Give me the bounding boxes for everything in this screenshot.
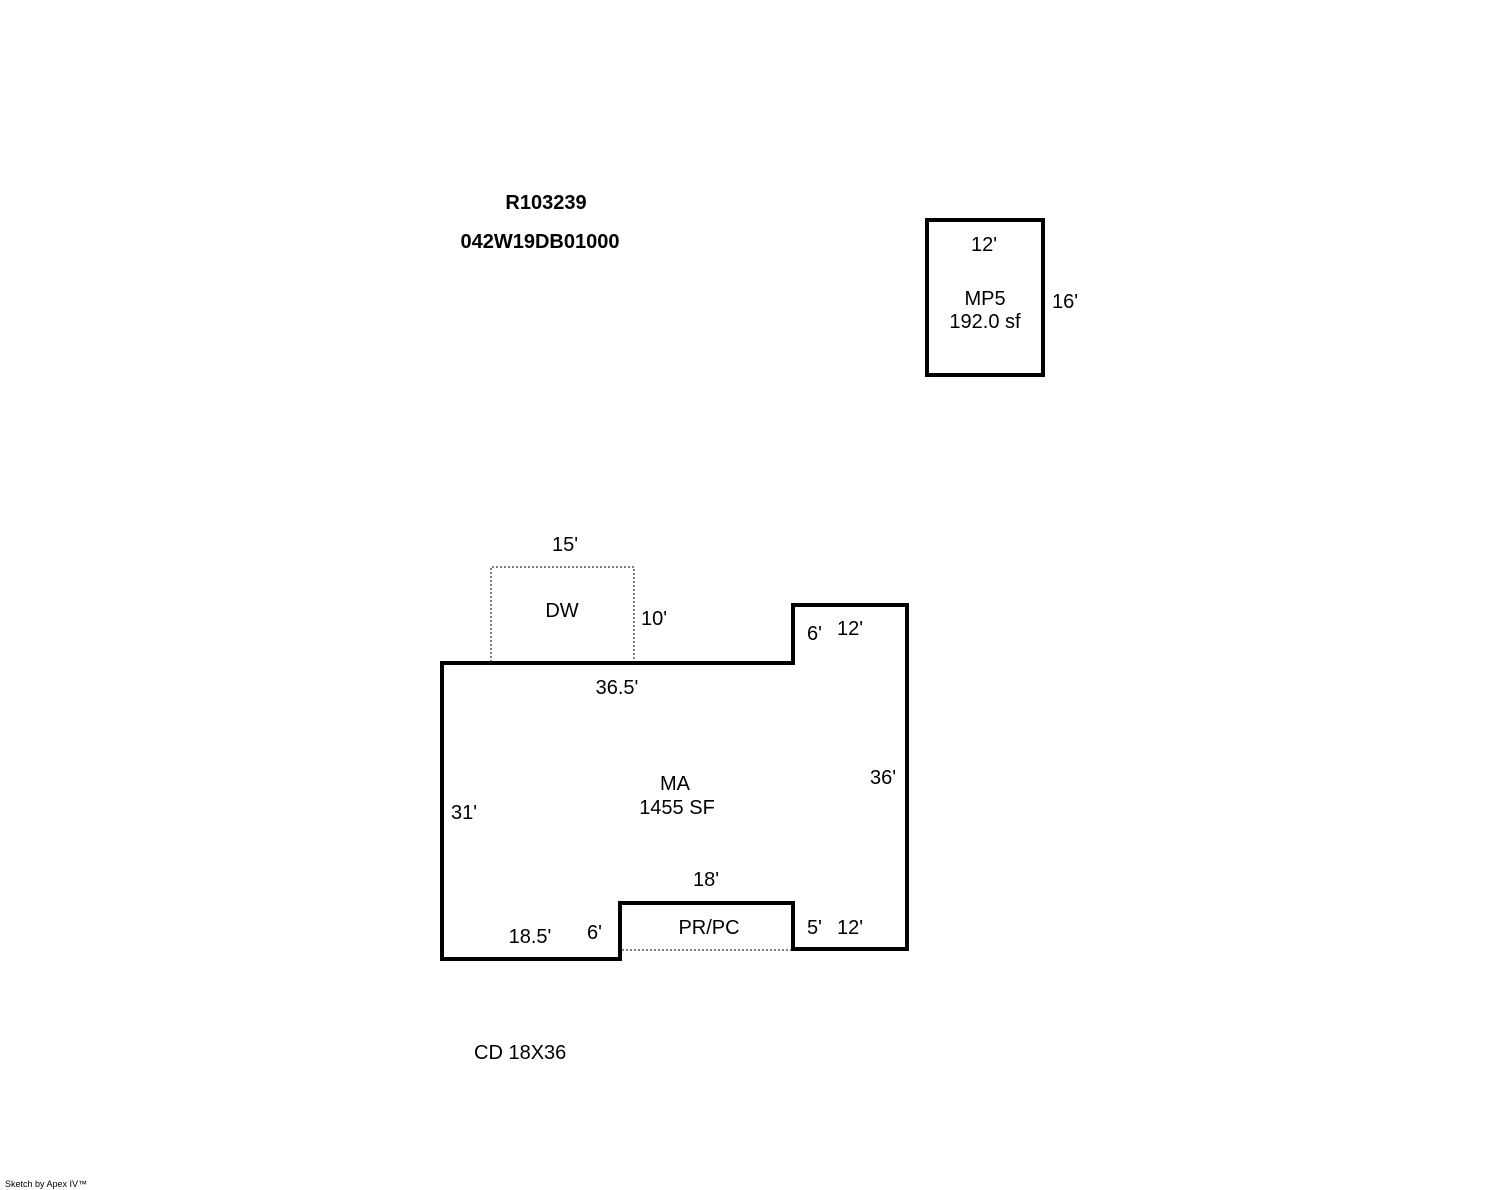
map-tax-lot: 042W19DB01000 xyxy=(461,231,620,253)
mp5-outline xyxy=(925,218,1045,377)
dw-code: DW xyxy=(545,600,578,622)
dw-dim-side: 10' xyxy=(641,608,667,630)
cd-note: CD 18X36 xyxy=(474,1042,566,1064)
prpc-area: 18' PR/PC xyxy=(622,869,791,951)
ma-dim-bottom-left: 18.5' xyxy=(509,926,552,948)
ma-dim-notch-side: 6' xyxy=(807,623,822,645)
account-id: R103239 xyxy=(505,192,586,214)
footer-credit: Sketch by Apex IV™ xyxy=(5,1179,87,1189)
mp5-area: 12' MP5 192.0 sf 16' xyxy=(925,218,1078,377)
prpc-dim-top: 18' xyxy=(693,869,719,891)
ma-outline xyxy=(440,603,909,961)
ma-dim-top-left: 36.5' xyxy=(596,677,639,699)
ma-area-value: 1455 SF xyxy=(639,797,715,819)
ma-dim-right: 36' xyxy=(870,767,896,789)
ma-area: 36.5' 6' 12' MA 1455 SF 36' 31' 18.5' 6'… xyxy=(440,603,909,961)
ma-code: MA xyxy=(660,773,691,795)
prpc-code: PR/PC xyxy=(678,917,739,939)
mp5-area-value: 192.0 sf xyxy=(949,311,1021,333)
ma-dim-bottom-right-step: 5' xyxy=(807,917,822,939)
dw-dim-top: 15' xyxy=(552,534,578,556)
ma-dim-bottom-right: 12' xyxy=(837,917,863,939)
ma-dim-bottom-step: 6' xyxy=(587,922,602,944)
ma-dim-left: 31' xyxy=(451,802,477,824)
mp5-dim-top: 12' xyxy=(971,234,997,256)
dw-outline xyxy=(490,566,635,662)
mp5-dim-side: 16' xyxy=(1052,291,1078,313)
dw-area: 15' DW 10' xyxy=(490,534,667,662)
ma-dim-notch-top: 12' xyxy=(837,618,863,640)
mp5-code: MP5 xyxy=(964,288,1005,310)
